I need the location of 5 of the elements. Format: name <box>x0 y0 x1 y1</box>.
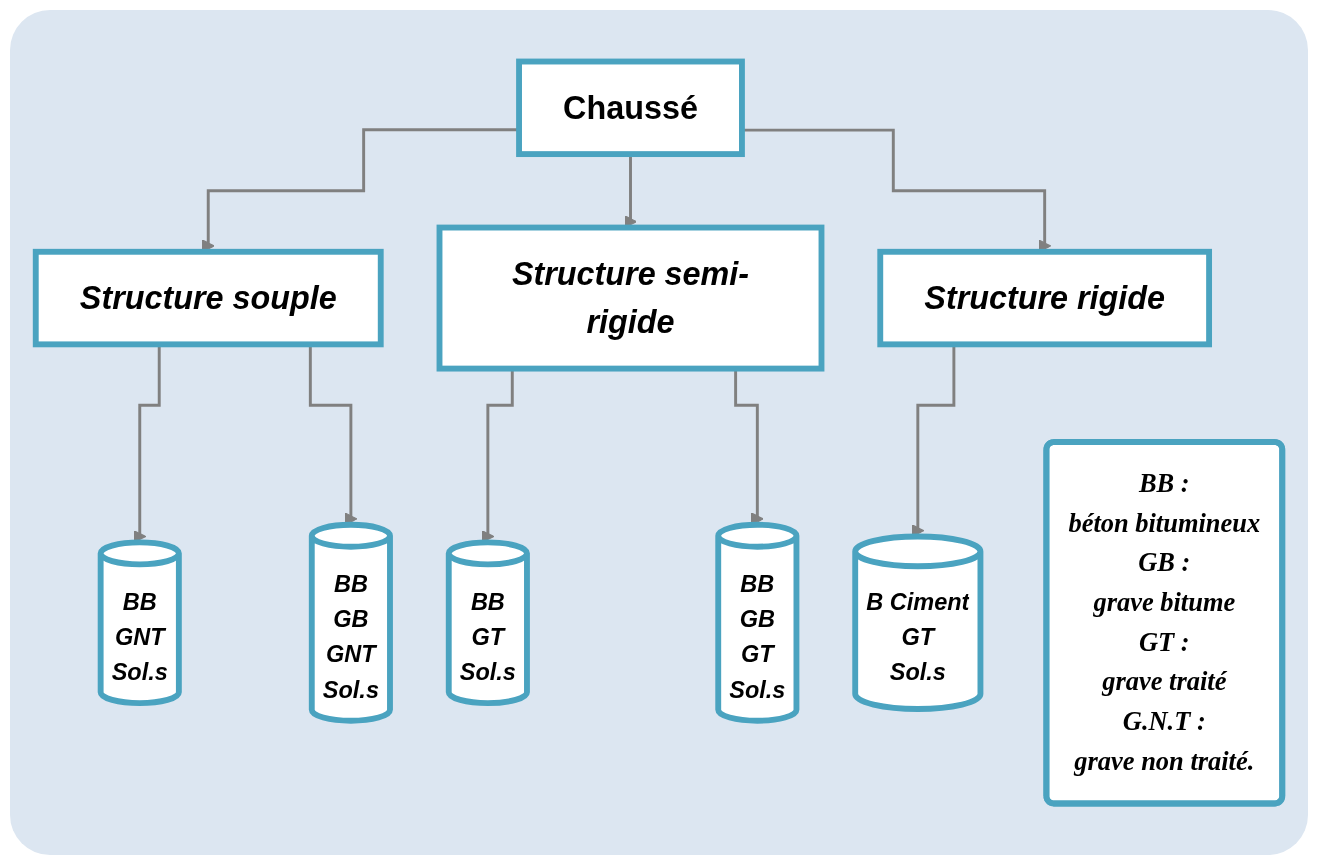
diagram-background: Chaussé Structure souple Structure semi-rigide Structure rigide BB GNT Sol.s BB GB GNT Sol.s BB GT Sol.s BB GB GT Sol.s B Ciment GT Sol.s BB : béton bitumineux GB : grave bitume GT : grave traité G.N.T : grave non traité. <box>10 10 1308 855</box>
node-box <box>32 248 384 348</box>
node-box <box>436 224 825 372</box>
node-box <box>516 58 745 158</box>
node-box <box>877 248 1212 348</box>
